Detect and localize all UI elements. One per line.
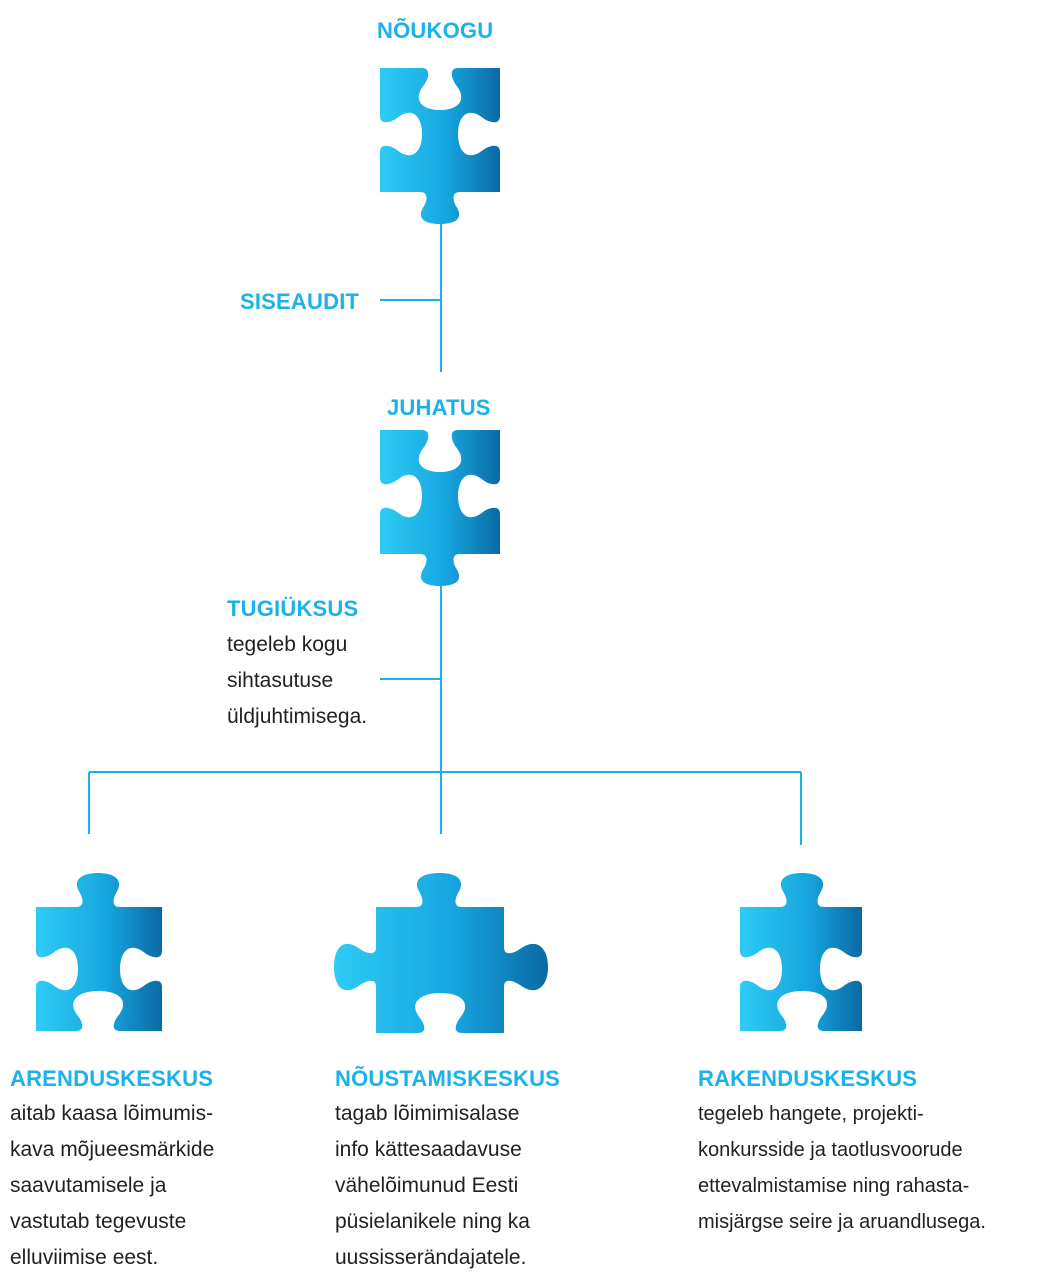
description-line: saavutamisele ja	[10, 1174, 167, 1197]
description-line: tegeleb hangete, projekti-	[698, 1103, 924, 1125]
puzzle-piece-icon	[380, 430, 500, 586]
description-line: ettevalmistamise ning rahasta-	[698, 1175, 970, 1197]
description-line: aitab kaasa lõimumis-	[10, 1102, 214, 1125]
puzzle-piece-icon	[334, 873, 548, 1033]
description-line: vähelõimunud Eesti	[335, 1174, 519, 1197]
puzzle-piece-icon	[740, 873, 862, 1031]
juhatus-title: JUHATUS	[387, 395, 491, 420]
arenduskeskus-title: ARENDUSKESKUS	[10, 1066, 214, 1091]
description-line: tagab lõimimisalase	[335, 1102, 520, 1125]
description-line: elluviimise eest.	[10, 1246, 159, 1269]
tugiuksus-description: tegeleb kogu sihtasutuse üldjuhtimisega.	[227, 627, 367, 735]
description-line: uussisserändajatele.	[335, 1246, 527, 1269]
description-line: tegeleb kogu	[227, 633, 348, 656]
arenduskeskus-description: aitab kaasa lõimumis- kava mõjueesmärkid…	[10, 1096, 214, 1276]
tugiuksus-title: TUGIÜKSUS	[227, 596, 359, 621]
description-line: sihtasutuse	[227, 669, 334, 692]
puzzle-piece-icon	[36, 873, 162, 1031]
rakenduskeskus-title: RAKENDUSKESKUS	[698, 1066, 918, 1091]
siseaudit-title: SISEAUDIT	[240, 289, 360, 314]
noukogu-title: NÕUKOGU	[377, 18, 494, 43]
description-line: üldjuhtimisega.	[227, 705, 368, 728]
noustamiskeskus-title: NÕUSTAMISKESKUS	[335, 1066, 561, 1091]
noustamiskeskus-description: tagab lõimimisalase info kättesaadavuse …	[335, 1096, 530, 1276]
description-line: info kättesaadavuse	[335, 1138, 522, 1161]
description-line: püsielanikele ning ka	[335, 1210, 530, 1233]
rakenduskeskus-description: tegeleb hangete, projekti- konkursside j…	[698, 1096, 986, 1240]
description-line: konkursside ja taotlusvoorude	[698, 1139, 963, 1161]
description-line: misjärgse seire ja aruandlusega.	[698, 1211, 986, 1233]
description-line: kava mõjueesmärkide	[10, 1138, 215, 1161]
puzzle-piece-icon	[380, 68, 500, 224]
description-line: vastutab tegevuste	[10, 1210, 187, 1233]
